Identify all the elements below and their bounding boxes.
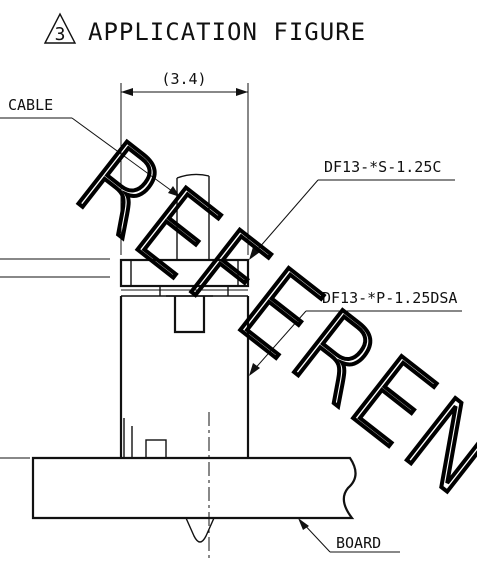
watermark: REFEREN xyxy=(52,117,477,522)
header-callout: DF13-*P-1.25DSA xyxy=(249,289,462,376)
board-label: BOARD xyxy=(336,534,381,552)
note-number: 3 xyxy=(55,24,66,45)
dimension-label: (3.4) xyxy=(161,70,206,88)
cable-label: CABLE xyxy=(8,96,53,114)
board xyxy=(31,412,357,560)
title-text: APPLICATION FIGURE xyxy=(88,18,366,46)
socket-housing xyxy=(0,258,250,288)
note-triangle-icon xyxy=(43,12,77,44)
dimension-3-4: (3.4) xyxy=(120,70,249,255)
header-label: DF13-*P-1.25DSA xyxy=(322,289,457,307)
socket-label: DF13-*S-1.25C xyxy=(324,158,441,176)
figure-title: 3 APPLICATION FIGURE xyxy=(43,12,366,46)
board-callout: BOARD xyxy=(298,518,400,553)
cable-callout: CABLE xyxy=(0,96,180,197)
socket-callout: DF13-*S-1.25C xyxy=(249,158,455,260)
cable xyxy=(176,173,210,260)
